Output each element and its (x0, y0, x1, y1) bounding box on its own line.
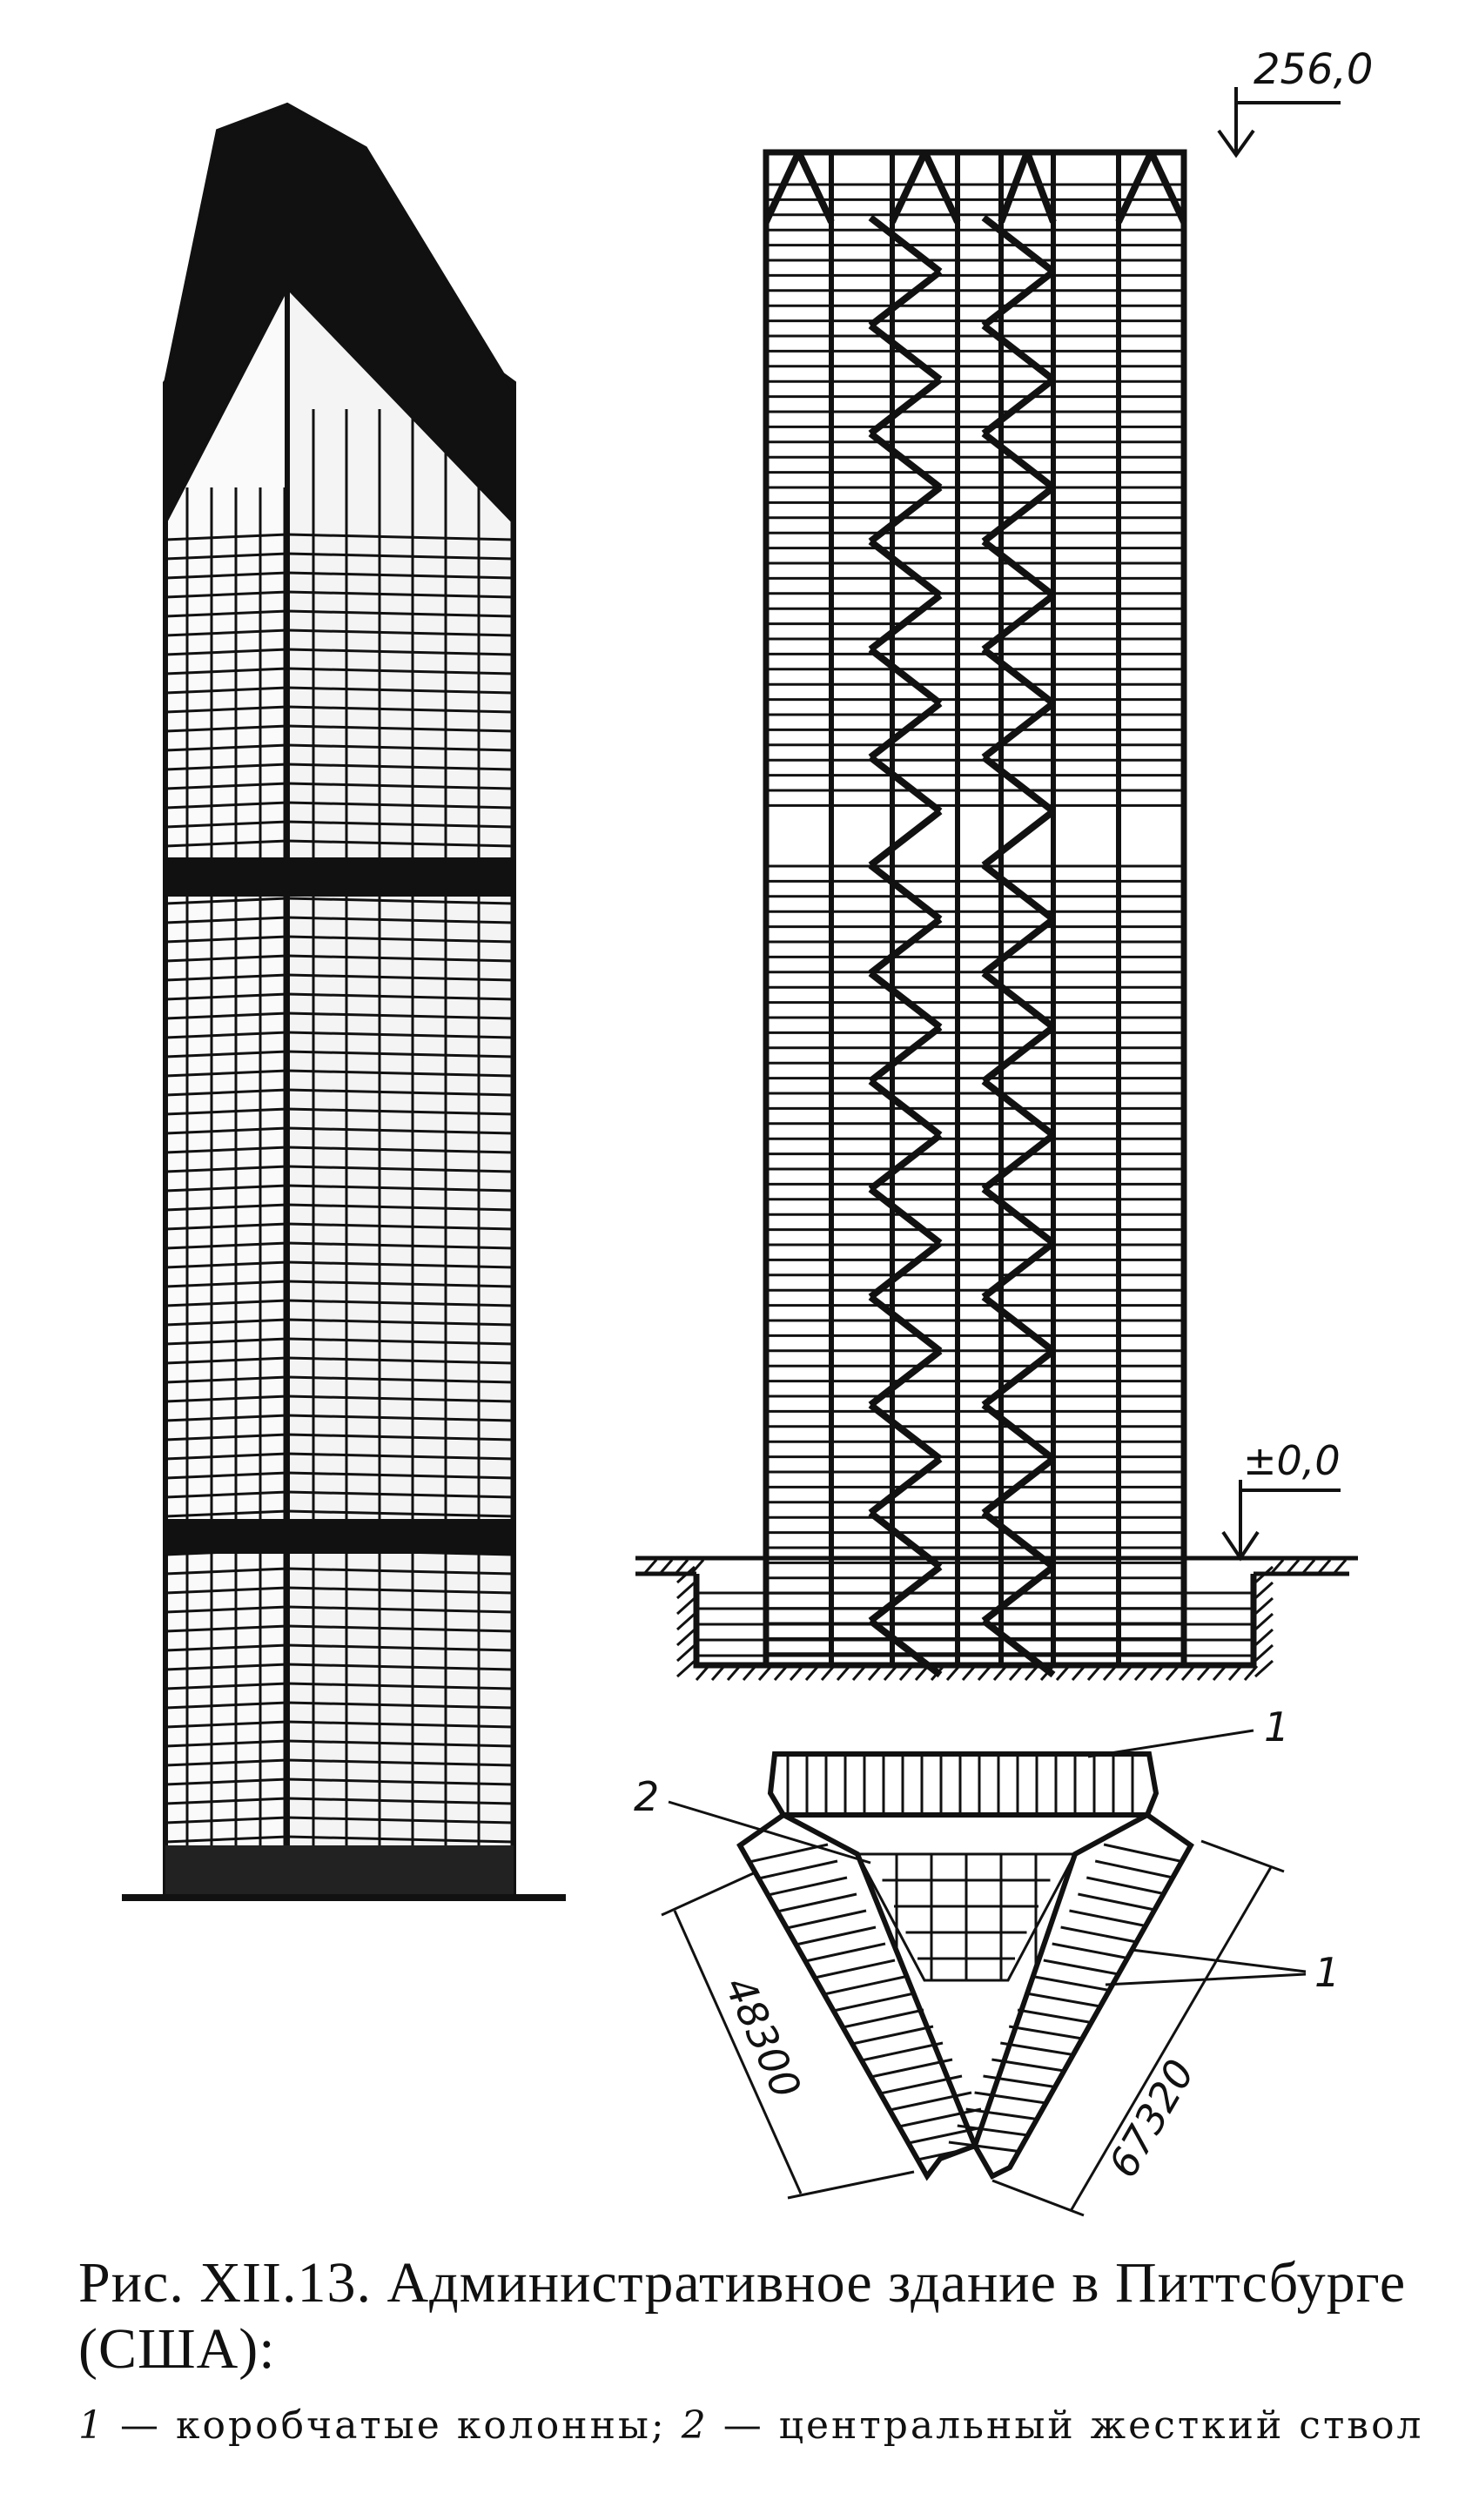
central-core (855, 1852, 1078, 1982)
dimension-right-label: 67320 (1099, 2052, 1204, 2186)
legend-2-text: — центральный жесткий ствол (708, 2403, 1424, 2448)
floor-plan (661, 1729, 1307, 2217)
structural-elevation (635, 87, 1358, 1681)
building-figure: 256,0 ±0,0 (122, 45, 1373, 2217)
soil-hatch (642, 1559, 1348, 1681)
tower-base (165, 1845, 514, 1898)
facade-lines (165, 409, 514, 1845)
basement-floors (696, 1591, 1254, 1657)
core-bracing (763, 151, 1187, 1678)
plan-label-1-top: 1 (1264, 1704, 1289, 1751)
plan-label-2: 2 (634, 1773, 659, 1820)
legend-2-number: 2 (681, 2403, 709, 2448)
leader-2 (668, 1800, 871, 1865)
mechanical-band-lower (165, 1519, 514, 1554)
basement-outline (693, 1574, 1257, 1669)
figure-caption-title: Рис. XII.13. Административное здание в П… (78, 2251, 1407, 2381)
box-column-top (767, 1751, 1159, 1818)
level-marker-top (1217, 87, 1341, 158)
legend-1-text: — коробчатые колонны; (105, 2403, 682, 2448)
dimension-left (661, 1870, 915, 2200)
box-column-right (948, 1811, 1194, 2180)
perspective-view (122, 102, 566, 1901)
leader-1-right-a (1131, 1948, 1307, 1973)
elevation-ground-label: ±0,0 (1243, 1437, 1341, 1484)
tower-crown (164, 102, 515, 527)
dimension-right (991, 1839, 1285, 2217)
leader-1-top (1087, 1729, 1254, 1758)
plan-label-1-right: 1 (1314, 1949, 1340, 1996)
elevation-top-label: 256,0 (1254, 45, 1373, 94)
figure-caption-legend: 1 — коробчатые колонны; 2 — центральный … (78, 2401, 1436, 2451)
column-lines (829, 152, 1121, 1665)
mechanical-band-upper (165, 857, 514, 897)
legend-1-number: 1 (78, 2403, 105, 2448)
level-marker-ground (1221, 1480, 1341, 1562)
